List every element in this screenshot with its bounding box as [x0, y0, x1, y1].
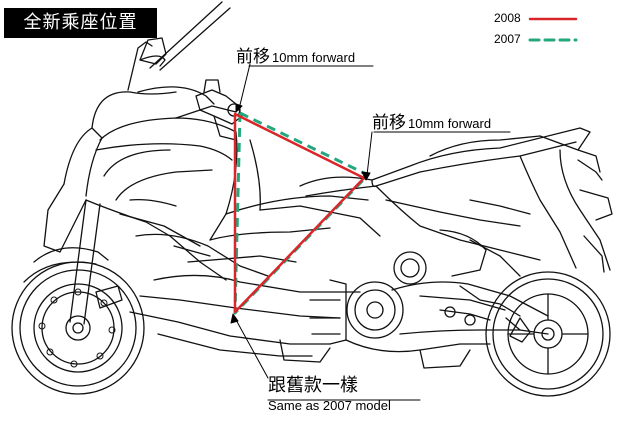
legend-label-2008: 2008 — [494, 11, 521, 25]
triangle-2008-line — [233, 112, 366, 314]
mirror — [139, 37, 167, 65]
pointer-arrows — [230, 63, 511, 401]
triangle-2007-line — [233, 111, 370, 315]
legend-label-2007: 2007 — [494, 32, 521, 46]
handlebar-annotation-zh: 前移 — [236, 47, 270, 67]
body-panels — [129, 131, 381, 357]
front-fairing — [43, 1, 237, 281]
rider-triangle-2008 — [233, 112, 366, 314]
engine-swingarm — [279, 229, 549, 369]
front-fork — [23, 199, 109, 325]
footpeg-annotation: 跟舊款一樣 Same as 2007 model — [268, 375, 391, 415]
seat-rear — [299, 127, 613, 273]
handlebar-annotation-en: 10mm forward — [272, 50, 356, 65]
rear-wheel — [485, 271, 611, 397]
legend-swatches — [528, 17, 578, 42]
footpeg-annotation-zh: 跟舊款一樣 — [268, 375, 358, 396]
page-title: 全新乘座位置 — [4, 8, 157, 38]
seat-annotation-zh: 前移 — [372, 113, 406, 133]
front-wheel — [11, 261, 145, 395]
handlebar — [195, 79, 243, 141]
seat-annotation-en: 10mm forward — [408, 116, 492, 131]
footpeg-annotation-en: Same as 2007 model — [268, 398, 391, 413]
rider-triangle-2007 — [233, 111, 370, 315]
